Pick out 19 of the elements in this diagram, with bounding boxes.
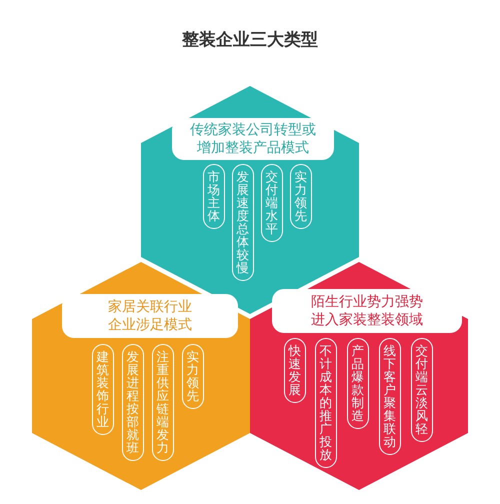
pill-label: 建筑装饰行业	[92, 344, 114, 435]
header-box: 陌生行业势力强势进入家装整装领域	[272, 289, 462, 333]
pill-label: 市场主体	[203, 164, 225, 229]
pill-label: 发展速度总体较慢	[232, 164, 254, 281]
pill-label: 产品爆款制造	[347, 338, 369, 429]
pill-label: 不计成本的推广投放	[315, 338, 337, 468]
pill-label: 注重供应链端发力	[152, 344, 174, 461]
pill-label: 快速发展	[284, 338, 306, 403]
hexagon	[32, 262, 250, 490]
header-box: 家居关联行业企业涉足模式	[62, 294, 238, 338]
header-box: 传统家装公司转型或增加整装产品模式	[172, 118, 334, 160]
pill-label: 交付端水平	[261, 164, 283, 242]
title: 整装企业三大类型	[181, 29, 319, 51]
pill-label: 实力领先	[182, 344, 204, 409]
pill-label: 线下客户聚集联动	[379, 338, 401, 455]
pill-label: 交付端云淡风轻	[411, 338, 433, 442]
hexagon	[250, 262, 468, 490]
pill-label: 发展进程按部就班	[122, 344, 144, 461]
pill-label: 实力领先	[290, 164, 312, 229]
